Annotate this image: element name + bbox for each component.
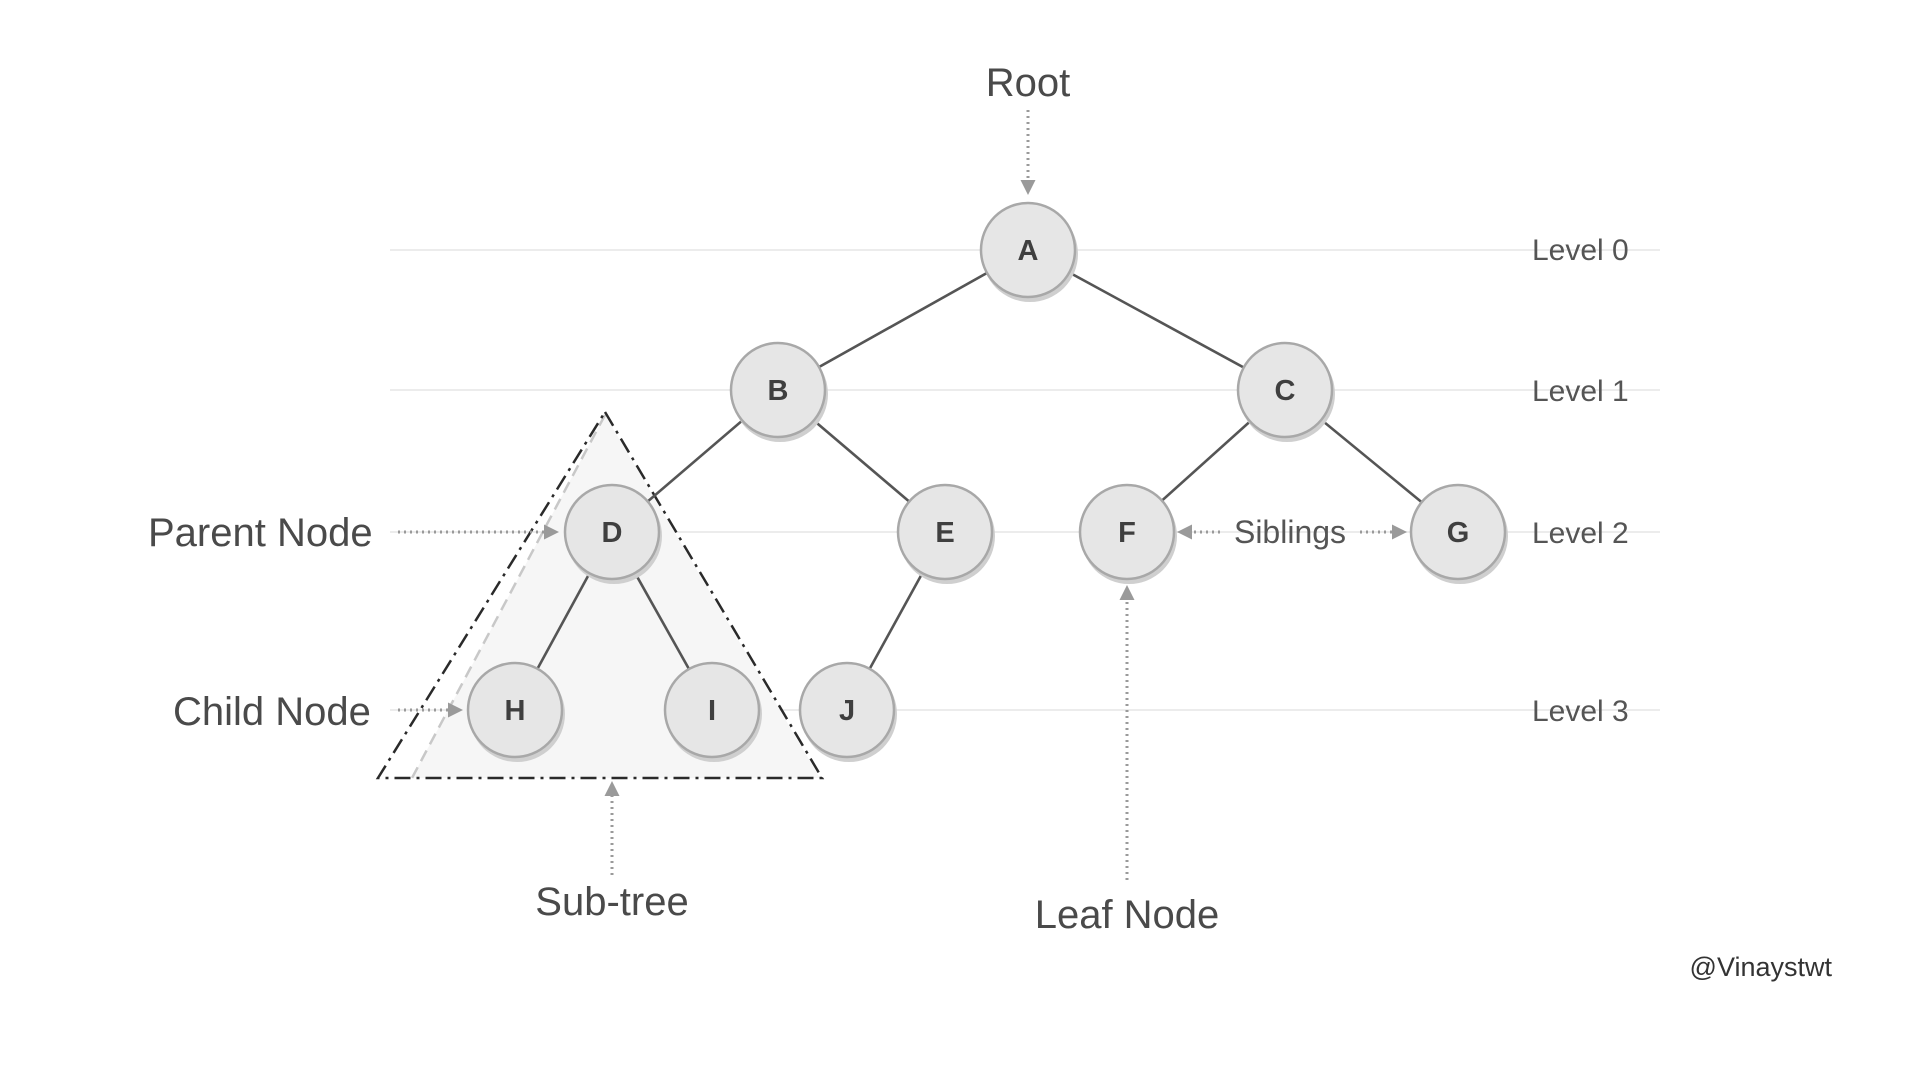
siblings-label: Siblings (1234, 514, 1346, 550)
level-0-label: Level 0 (1532, 234, 1629, 267)
node-c: C (1236, 341, 1335, 442)
node-h: H (466, 661, 565, 762)
node-c-circle (1236, 341, 1334, 439)
node-g: G (1409, 483, 1508, 584)
node-i: I (663, 661, 762, 762)
node-a-label: A (1018, 235, 1039, 267)
node-i-label: I (708, 695, 716, 727)
level-1-label: Level 1 (1532, 375, 1629, 408)
node-b-label: B (768, 375, 789, 407)
node-j-label: J (839, 695, 855, 727)
node-g-circle (1409, 483, 1507, 581)
watermark: @Vinaystwt (1690, 952, 1833, 982)
child-node-label: Child Node (173, 690, 371, 734)
node-b: B (729, 341, 828, 442)
node-e: E (896, 483, 995, 584)
node-f-circle (1078, 483, 1176, 581)
node-h-label: H (505, 695, 526, 727)
sub-tree-label: Sub-tree (535, 880, 688, 924)
node-d-label: D (602, 517, 623, 549)
node-f-label: F (1118, 517, 1136, 549)
node-i-circle (663, 661, 761, 759)
node-a: A (979, 201, 1078, 302)
callouts: Root Parent Node Child Node Siblings Sub… (148, 61, 1407, 937)
root-label: Root (986, 61, 1071, 105)
level-3-label: Level 3 (1532, 695, 1629, 728)
level-labels: Level 0 Level 1 Level 2 Level 3 (1532, 234, 1629, 728)
node-c-label: C (1275, 375, 1296, 407)
node-g-label: G (1447, 517, 1470, 549)
node-d-circle (563, 483, 661, 581)
parent-node-label: Parent Node (148, 511, 373, 555)
node-h-circle (466, 661, 564, 759)
node-e-circle (896, 483, 994, 581)
level-2-label: Level 2 (1532, 517, 1629, 550)
node-e-label: E (935, 517, 954, 549)
node-d: D (563, 483, 662, 584)
tree-nodes: A B C D E F G (466, 201, 1508, 762)
node-j-circle (798, 661, 896, 759)
node-b-circle (729, 341, 827, 439)
node-f: F (1078, 483, 1177, 584)
leaf-node-label: Leaf Node (1035, 893, 1220, 937)
node-a-circle (979, 201, 1077, 299)
subtree-inner-dashed-edge (410, 414, 607, 779)
node-j: J (798, 661, 897, 762)
